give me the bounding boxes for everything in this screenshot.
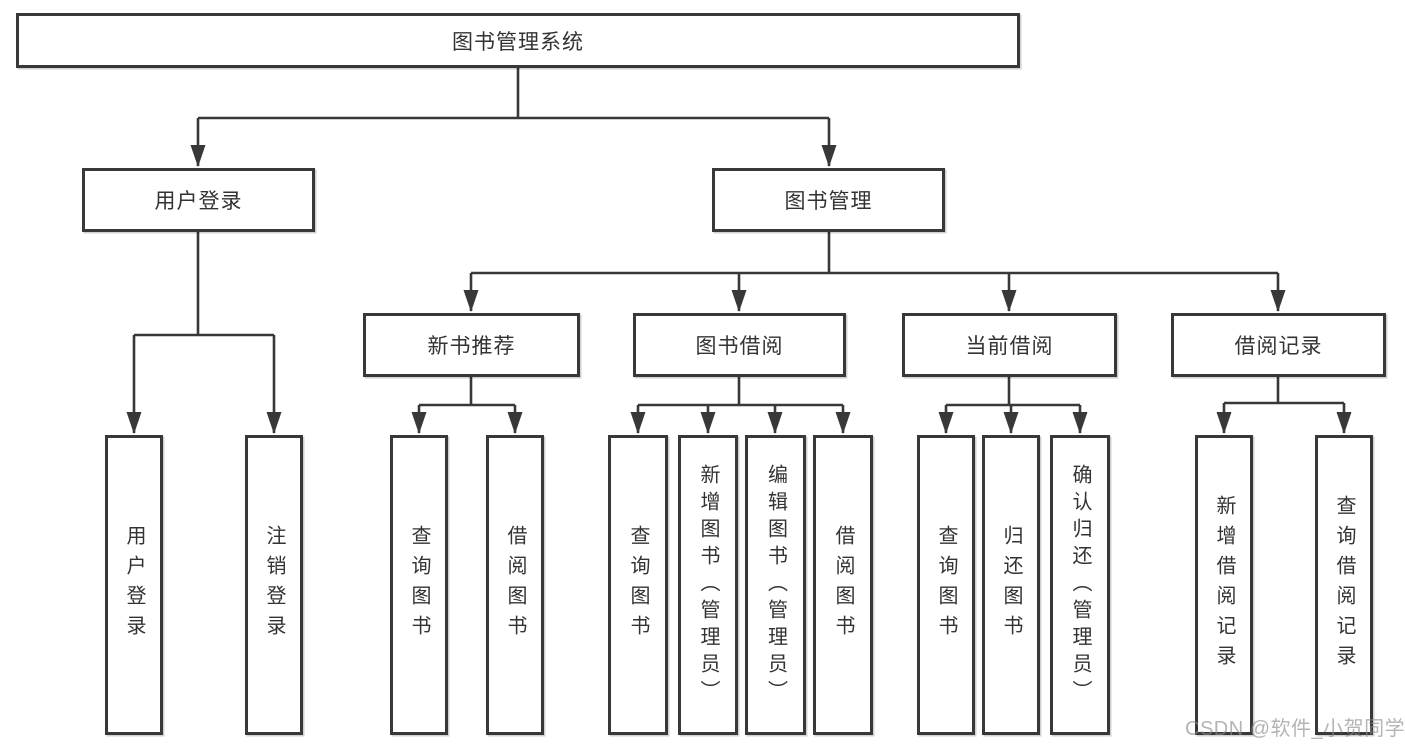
node-new-book-recommend: 新书推荐 bbox=[363, 313, 580, 377]
csdn-watermark: CSDN @软件_小贺同学 bbox=[1185, 718, 1405, 740]
node-borrow-records: 借阅记录 bbox=[1171, 313, 1386, 377]
leaf-borrow-books: 借阅图书 bbox=[813, 435, 873, 735]
leaf-return-books: 归还图书 bbox=[982, 435, 1040, 735]
leaf-query-books-borrow: 查询图书 bbox=[608, 435, 668, 735]
leaf-add-books-admin: 新增图书（管理员） bbox=[678, 435, 738, 735]
leaf-query-books-recommend: 查询图书 bbox=[390, 435, 448, 735]
node-book-borrow: 图书借阅 bbox=[633, 313, 846, 377]
node-system-root: 图书管理系统 bbox=[16, 13, 1020, 68]
leaf-add-borrow-record: 新增借阅记录 bbox=[1195, 435, 1253, 735]
leaf-query-borrow-record: 查询借阅记录 bbox=[1315, 435, 1373, 735]
leaf-confirm-return-admin: 确认归还（管理员） bbox=[1050, 435, 1110, 735]
leaf-borrow-books-recommend: 借阅图书 bbox=[486, 435, 544, 735]
node-current-borrow: 当前借阅 bbox=[902, 313, 1117, 377]
node-user-login: 用户登录 bbox=[82, 168, 315, 232]
leaf-user-login: 用户登录 bbox=[105, 435, 163, 735]
leaf-edit-books-admin: 编辑图书（管理员） bbox=[745, 435, 806, 735]
leaf-query-books-current: 查询图书 bbox=[917, 435, 975, 735]
leaf-logout: 注销登录 bbox=[245, 435, 303, 735]
node-book-management: 图书管理 bbox=[712, 168, 945, 232]
